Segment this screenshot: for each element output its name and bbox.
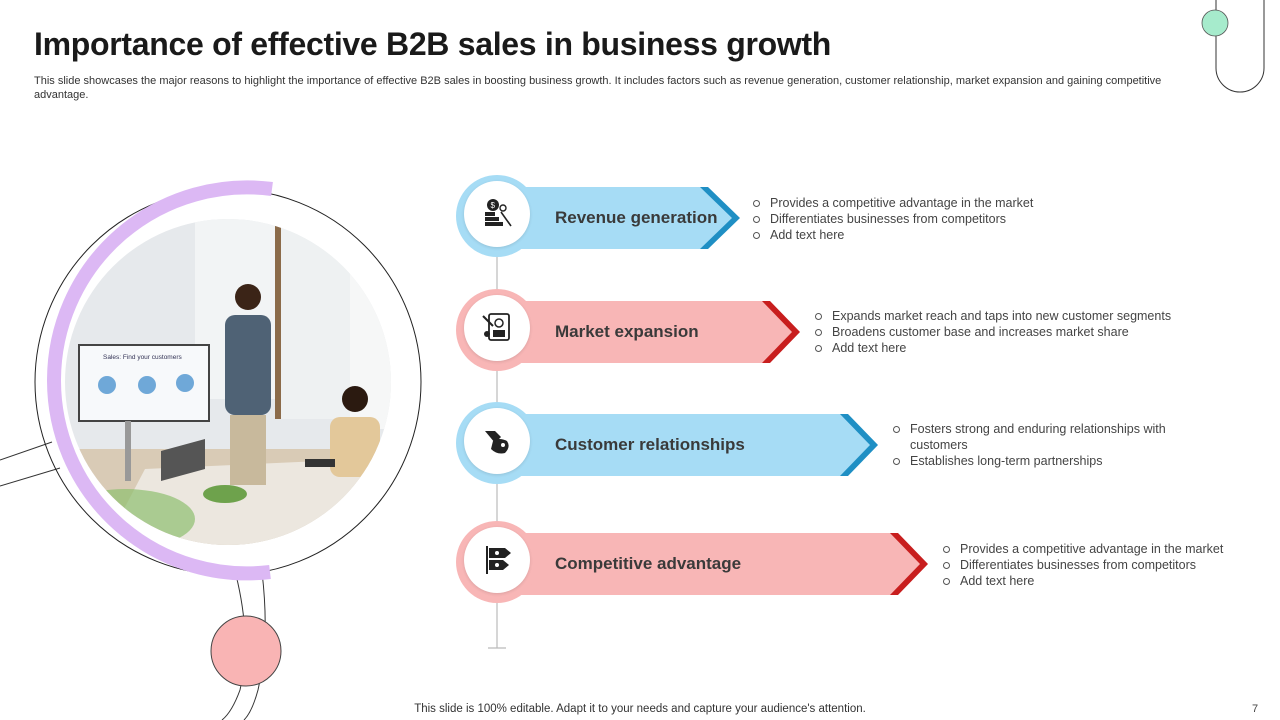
customer-banner: Customer relationships bbox=[490, 414, 878, 476]
customer-label: Customer relationships bbox=[555, 435, 745, 454]
bullet: Expands market reach and taps into new c… bbox=[814, 308, 1214, 324]
competitive-banner: Competitive advantage bbox=[490, 533, 928, 595]
competitive-icon-ring bbox=[456, 521, 538, 603]
market-icon bbox=[482, 313, 510, 341]
revenue-icon: $ bbox=[485, 199, 512, 227]
bullet: Add text here bbox=[814, 340, 1214, 356]
market-banner: Market expansion bbox=[490, 301, 800, 363]
handshake-icon bbox=[485, 431, 509, 454]
bullet: Differentiates businesses from competito… bbox=[752, 211, 1082, 227]
competition-icon bbox=[486, 546, 511, 574]
slide-subtitle: This slide showcases the major reasons t… bbox=[34, 75, 1162, 101]
bullet: Differentiates businesses from competito… bbox=[942, 557, 1262, 573]
office-presentation-photo: Sales: Find your customers bbox=[65, 219, 391, 545]
market-label: Market expansion bbox=[555, 322, 699, 341]
market-icon-ring bbox=[456, 289, 538, 371]
item-market-expansion: Market expansion bbox=[456, 289, 806, 371]
bullet: Add text here bbox=[942, 573, 1262, 589]
svg-text:$: $ bbox=[491, 201, 496, 210]
revenue-label: Revenue generation bbox=[555, 208, 718, 227]
bullet: Establishes long-term partnerships bbox=[892, 453, 1192, 469]
item-customer-relationships: Customer relationships bbox=[456, 402, 886, 484]
customer-icon-ring bbox=[456, 402, 538, 484]
revenue-banner: Revenue generation bbox=[490, 187, 740, 249]
competitive-bullets: Provides a competitive advantage in the … bbox=[942, 541, 1262, 589]
footer-note: This slide is 100% editable. Adapt it to… bbox=[414, 703, 866, 715]
bullet: Provides a competitive advantage in the … bbox=[752, 195, 1082, 211]
customer-bullets: Fosters strong and enduring relationship… bbox=[892, 421, 1192, 469]
screen-text: Sales: Find your customers bbox=[103, 354, 183, 361]
page-number: 7 bbox=[1252, 703, 1259, 715]
item-competitive-advantage: Competitive advantage bbox=[456, 521, 936, 603]
slide-title: Importance of effective B2B sales in bus… bbox=[34, 26, 832, 62]
market-bullets: Expands market reach and taps into new c… bbox=[814, 308, 1214, 356]
revenue-bullets: Provides a competitive advantage in the … bbox=[752, 195, 1082, 243]
item-revenue-generation: Revenue generation $ bbox=[456, 175, 756, 257]
bullet: Provides a competitive advantage in the … bbox=[942, 541, 1262, 557]
revenue-icon-ring: $ bbox=[456, 175, 538, 257]
bullet: Fosters strong and enduring relationship… bbox=[892, 421, 1192, 453]
competitive-label: Competitive advantage bbox=[555, 554, 742, 573]
bullet: Broadens customer base and increases mar… bbox=[814, 324, 1214, 340]
bullet: Add text here bbox=[752, 227, 1082, 243]
